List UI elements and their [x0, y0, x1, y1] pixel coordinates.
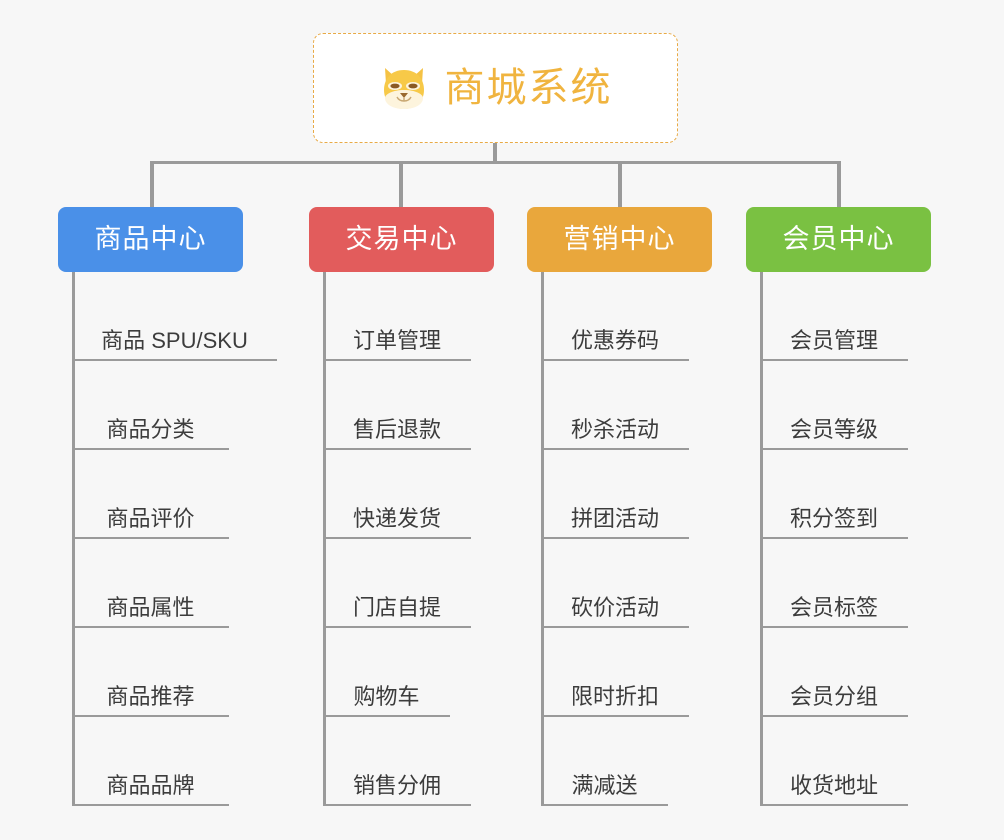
leaf-label-trade-2: 售后退款	[352, 416, 441, 442]
leaf-label-member-1: 会员管理	[789, 327, 878, 353]
leaf-column-member-center: 会员管理 会员等级 积分签到 会员标签 会员分组 收货地址	[760, 272, 940, 806]
root-node-title: 商城系统	[444, 66, 613, 110]
leaf-item-product-5[interactable]: 商品推荐	[72, 628, 229, 717]
leaf-item-product-6[interactable]: 商品品牌	[72, 717, 229, 806]
connector-root-stem	[493, 143, 497, 163]
leaf-item-marketing-1[interactable]: 优惠券码	[541, 272, 689, 361]
leaf-label-product-2: 商品分类	[106, 416, 195, 442]
leaf-column-trade-center: 订单管理 售后退款 快递发货 门店自提 购物车 销售分佣	[323, 272, 503, 806]
leaf-label-trade-5: 购物车	[353, 683, 420, 709]
trunk-line-member-center	[760, 272, 763, 806]
leaf-item-member-1[interactable]: 会员管理	[760, 272, 908, 361]
leaf-item-member-2[interactable]: 会员等级	[760, 361, 908, 450]
leaf-label-member-2: 会员等级	[789, 416, 878, 442]
leaf-column-product-center: 商品 SPU/SKU 商品分类 商品评价 商品属性 商品推荐 商品品牌	[72, 272, 282, 806]
category-label-marketing-center: 营销中心	[563, 224, 676, 254]
category-label-product-center: 商品中心	[94, 224, 207, 254]
leaf-item-product-2[interactable]: 商品分类	[72, 361, 229, 450]
leaf-label-marketing-3: 拼团活动	[570, 505, 659, 531]
leaf-item-product-1[interactable]: 商品 SPU/SKU	[72, 272, 277, 361]
leaf-item-trade-3[interactable]: 快递发货	[323, 450, 471, 539]
leaf-item-trade-2[interactable]: 售后退款	[323, 361, 471, 450]
leaf-item-marketing-6[interactable]: 满减送	[541, 717, 668, 806]
leaf-item-marketing-4[interactable]: 砍价活动	[541, 539, 689, 628]
category-label-member-center: 会员中心	[782, 224, 895, 254]
leaf-label-member-5: 会员分组	[789, 683, 878, 709]
category-box-marketing-center[interactable]: 营销中心	[527, 207, 712, 272]
category-box-member-center[interactable]: 会员中心	[746, 207, 931, 272]
leaf-item-member-6[interactable]: 收货地址	[760, 717, 908, 806]
leaf-label-product-6: 商品品牌	[106, 772, 195, 798]
leaf-label-trade-1: 订单管理	[352, 327, 441, 353]
leaf-label-marketing-6: 满减送	[571, 772, 638, 798]
leaf-item-marketing-3[interactable]: 拼团活动	[541, 450, 689, 539]
leaf-item-marketing-5[interactable]: 限时折扣	[541, 628, 689, 717]
leaf-column-marketing-center: 优惠券码 秒杀活动 拼团活动 砍价活动 限时折扣 满减送	[541, 272, 721, 806]
leaf-item-trade-6[interactable]: 销售分佣	[323, 717, 471, 806]
leaf-item-member-3[interactable]: 积分签到	[760, 450, 908, 539]
leaf-label-product-5: 商品推荐	[106, 683, 195, 709]
connector-drop-1	[150, 161, 154, 208]
connector-drop-4	[837, 161, 841, 208]
leaf-item-trade-5[interactable]: 购物车	[323, 628, 450, 717]
leaf-label-trade-6: 销售分佣	[352, 772, 441, 798]
leaf-item-member-4[interactable]: 会员标签	[760, 539, 908, 628]
leaf-label-marketing-5: 限时折扣	[570, 683, 659, 709]
shiba-dog-icon	[383, 68, 424, 109]
trunk-line-trade-center	[323, 272, 326, 806]
leaf-label-product-3: 商品评价	[106, 505, 195, 531]
leaf-item-marketing-2[interactable]: 秒杀活动	[541, 361, 689, 450]
trunk-line-product-center	[72, 272, 75, 806]
root-node-content: 商城系统	[379, 64, 613, 112]
leaf-label-member-6: 收货地址	[789, 772, 878, 798]
category-label-trade-center: 交易中心	[345, 224, 458, 254]
root-node-shop-system[interactable]: 商城系统	[313, 33, 678, 143]
leaf-label-trade-4: 门店自提	[352, 594, 441, 620]
leaf-label-trade-3: 快递发货	[352, 505, 441, 531]
leaf-item-product-4[interactable]: 商品属性	[72, 539, 229, 628]
connector-drop-2	[399, 161, 403, 208]
leaf-label-product-4: 商品属性	[106, 594, 195, 620]
leaf-label-member-3: 积分签到	[789, 505, 878, 531]
connector-horizontal-bus	[150, 161, 840, 164]
leaf-label-product-1: 商品 SPU/SKU	[101, 327, 248, 353]
leaf-item-trade-4[interactable]: 门店自提	[323, 539, 471, 628]
trunk-line-marketing-center	[541, 272, 544, 806]
leaf-label-marketing-2: 秒杀活动	[570, 416, 659, 442]
category-box-product-center[interactable]: 商品中心	[58, 207, 243, 272]
leaf-label-marketing-1: 优惠券码	[570, 327, 659, 353]
leaf-item-product-3[interactable]: 商品评价	[72, 450, 229, 539]
category-box-trade-center[interactable]: 交易中心	[309, 207, 494, 272]
leaf-item-member-5[interactable]: 会员分组	[760, 628, 908, 717]
leaf-label-member-4: 会员标签	[789, 594, 878, 620]
connector-drop-3	[618, 161, 622, 208]
leaf-item-trade-1[interactable]: 订单管理	[323, 272, 471, 361]
leaf-label-marketing-4: 砍价活动	[570, 594, 659, 620]
